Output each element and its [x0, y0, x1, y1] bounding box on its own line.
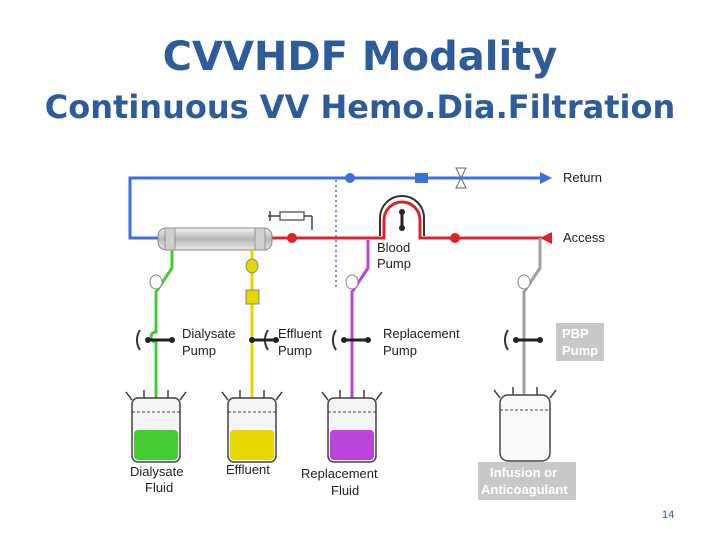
pbp-pump-icon: [503, 329, 543, 351]
infusion-label-1: Infusion or: [490, 465, 557, 480]
replacement-pump-icon: [331, 329, 371, 351]
replacement-fluid-label-1: Replacement: [301, 466, 378, 481]
replacement-pump-label-2: Pump: [383, 343, 417, 358]
dialysate-fluid-label-1: Dialysate: [130, 464, 183, 479]
replacement-bag-icon: [321, 390, 383, 463]
return-port: [345, 173, 355, 183]
filter-icon: [157, 227, 273, 251]
slide-title: CVVHDF Modality: [162, 34, 558, 80]
effluent-pump-icon: [249, 329, 279, 351]
pbp-pump-label-2: Pump: [562, 343, 598, 358]
access-line: [272, 200, 542, 240]
slide-subtitle: Continuous VV Hemo.Dia.Filtration: [44, 88, 676, 126]
access-arrow: [540, 232, 552, 244]
effluent-pod: [245, 258, 259, 274]
replacement-fluid-label-2: Fluid: [331, 483, 359, 498]
effluent-bag-icon: [221, 390, 283, 463]
dialysate-fluid-label-2: Fluid: [145, 480, 173, 495]
blood-pump-icon: [379, 195, 425, 236]
dialysate-pump-label-1: Dialysate: [182, 326, 235, 341]
dialysate-bag-icon: [125, 390, 187, 463]
dialysate-pod: [149, 274, 163, 290]
return-label: Return: [563, 170, 602, 185]
dialysate-pump-label-2: Pump: [182, 343, 216, 358]
return-arrow: [540, 172, 552, 184]
access-pressure-pod: [450, 233, 460, 243]
access-label: Access: [563, 230, 605, 245]
air-detector: [415, 173, 428, 183]
dialysate-pump-icon: [135, 329, 175, 351]
pbp-pod: [517, 274, 531, 290]
blood-pump-label-2: Pump: [377, 256, 411, 271]
effluent-pump-label-2: Pump: [278, 343, 312, 358]
effluent-label: Effluent: [226, 462, 270, 477]
replacement-pod: [345, 274, 359, 290]
return-clamp-icon: [455, 167, 467, 189]
replacement-line: [350, 240, 370, 410]
page-number: 14: [662, 509, 674, 521]
blood-pump-label-1: Blood: [377, 240, 410, 255]
pbp-line: [522, 238, 542, 400]
infusion-label-box: [478, 462, 576, 500]
pbp-pump-label-1: PBP: [562, 326, 589, 341]
syringe-icon: [268, 211, 313, 230]
infusion-bag-icon: [493, 387, 557, 462]
infusion-label-2: Anticoagulant: [481, 482, 568, 497]
effluent-pump-label-1: Effluent: [278, 326, 322, 341]
filter-pressure-pod: [287, 233, 297, 243]
return-line: [128, 176, 540, 240]
blood-leak-detector: [245, 289, 260, 305]
replacement-pump-label-1: Replacement: [383, 326, 460, 341]
dialysate-line: [149, 250, 174, 410]
pbp-label-box: [556, 323, 604, 361]
